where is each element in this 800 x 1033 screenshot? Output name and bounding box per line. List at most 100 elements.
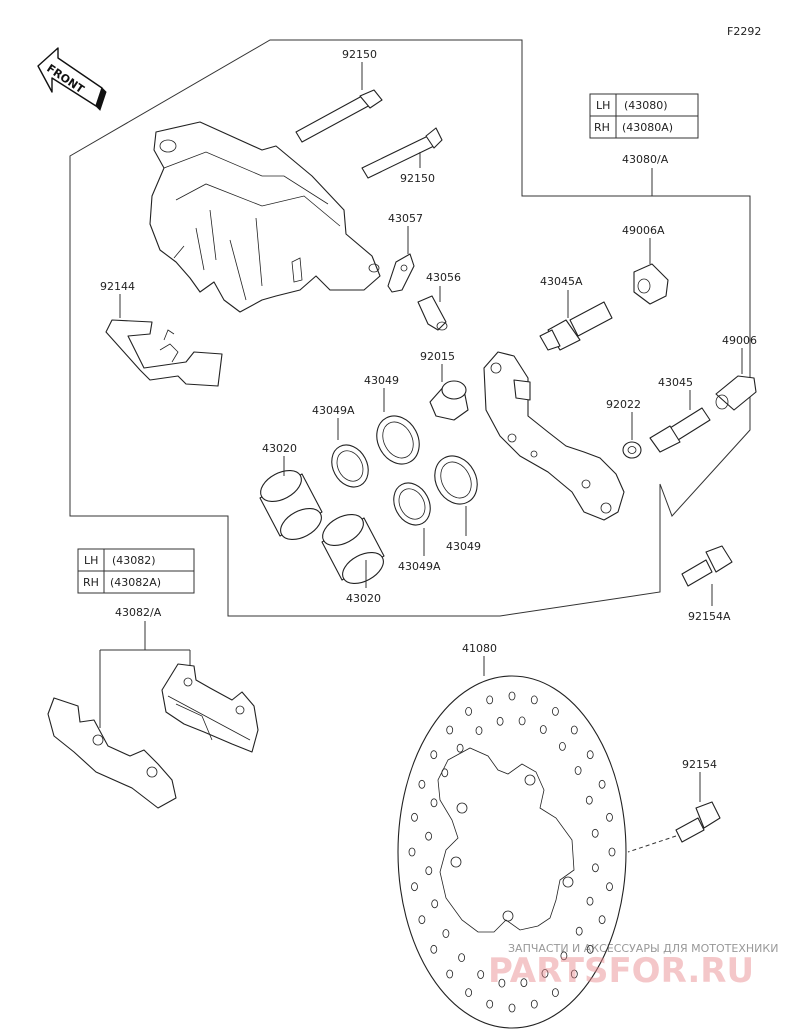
disc-hole [520, 978, 528, 988]
table-side: RH [594, 121, 610, 134]
brake-disc [397, 675, 627, 1029]
part-number: 43049 [446, 540, 481, 553]
bolt [675, 801, 721, 843]
disc-hole [508, 1003, 516, 1013]
disc-hole [477, 970, 485, 979]
disc-hole [608, 847, 616, 857]
bolt [681, 545, 733, 587]
disc-hole [430, 750, 438, 760]
disc-hole [425, 866, 433, 876]
leader-line [627, 835, 677, 853]
figure-code: F2292 [727, 25, 761, 38]
disc-hole [431, 899, 439, 909]
table-43082: LH (43082) RH (43082A) 43082/A [77, 548, 195, 728]
piston-seal-inner [440, 461, 472, 499]
disc-hole [446, 969, 454, 979]
disc-hole [552, 707, 559, 716]
disc-hole [475, 726, 483, 735]
disc-hole [465, 707, 473, 716]
table-43080: LH (43080) RH (43080A) 43080/A [589, 93, 699, 196]
bleeder-valve [417, 295, 448, 331]
disc-hole [586, 750, 594, 760]
assembly-boundary [69, 39, 751, 617]
watermark-tagline: ЗАПЧАСТИ И АКСЕССУАРЫ ДЛЯ МОТОТЕХНИКИ [508, 942, 778, 955]
disc-hole [430, 798, 438, 808]
part-number: 92154A [688, 610, 731, 623]
part-number: 43020 [262, 442, 297, 455]
disc-hole [498, 978, 506, 988]
brake-pad [47, 697, 177, 809]
slide-pin [295, 89, 383, 143]
dust-seal [393, 482, 431, 526]
table-part: (43082A) [110, 576, 161, 589]
disc-hole [606, 882, 613, 892]
dust-boot [633, 263, 669, 305]
disc-hole [418, 915, 426, 925]
pad-spring [105, 319, 223, 387]
disc-hole [530, 695, 538, 705]
part-number: 43057 [388, 212, 423, 225]
disc-hole [541, 969, 549, 978]
part-number: 92015 [420, 350, 455, 363]
disc-hole [606, 812, 613, 822]
disc-hole [441, 768, 449, 778]
disc-hole [552, 988, 559, 997]
disc-hole [598, 915, 606, 925]
piston-seal [376, 415, 420, 465]
part-number: 43049 [364, 374, 399, 387]
part-number: 41080 [462, 642, 497, 655]
disc-hole [486, 999, 494, 1009]
disc-hole [591, 828, 599, 838]
table-part: (43080A) [622, 121, 673, 134]
disc-hole [598, 779, 606, 789]
part-number: 92150 [400, 172, 435, 185]
assembly-label: 43082/A [115, 606, 162, 619]
dust-seal [331, 444, 369, 488]
part-number: 92150 [342, 48, 377, 61]
disc-hole [411, 812, 418, 822]
disc-hole [456, 743, 464, 753]
disc-hole [530, 999, 538, 1009]
part-number: 43056 [426, 271, 461, 284]
part-number: 92022 [606, 398, 641, 411]
disc-hole [592, 863, 599, 873]
disc-hole [560, 951, 568, 961]
piston-seal [434, 455, 478, 505]
table-part: (43082) [112, 554, 156, 567]
disc-hole [425, 831, 433, 841]
disc-hole [411, 882, 418, 892]
front-arrow-icon: FRONT [37, 47, 107, 111]
disc-hole [539, 725, 547, 734]
disc-hole [446, 725, 454, 735]
disc-hole [570, 969, 578, 979]
guide-pin [539, 301, 613, 351]
part-number: 43049A [398, 560, 441, 573]
disc-hole [574, 766, 582, 775]
disc-hole [458, 953, 466, 962]
disc-hole [559, 742, 566, 751]
part-number: 92154 [682, 758, 717, 771]
dust-seal-inner [336, 450, 364, 482]
part-number: 49006 [722, 334, 757, 347]
washer [622, 441, 642, 459]
table-side: RH [83, 576, 99, 589]
sleeve [429, 380, 469, 421]
disc-hole [430, 944, 438, 954]
part-number: 43045A [540, 275, 583, 288]
part-number: 92144 [100, 280, 135, 293]
guide-pin [649, 407, 711, 453]
part-number: 49006A [622, 224, 665, 237]
disc-hole [465, 988, 473, 997]
piston-seal-inner [382, 421, 414, 459]
caliper-body [149, 121, 381, 313]
disc-hole [486, 695, 494, 705]
disc-hole [518, 716, 526, 726]
disc-hole [586, 944, 594, 954]
disc-hole [575, 926, 583, 936]
table-side: LH [84, 554, 98, 567]
disc-hole [496, 716, 504, 726]
table-part: (43080) [624, 99, 668, 112]
slide-pin [361, 127, 443, 179]
disc-hole [418, 779, 426, 789]
